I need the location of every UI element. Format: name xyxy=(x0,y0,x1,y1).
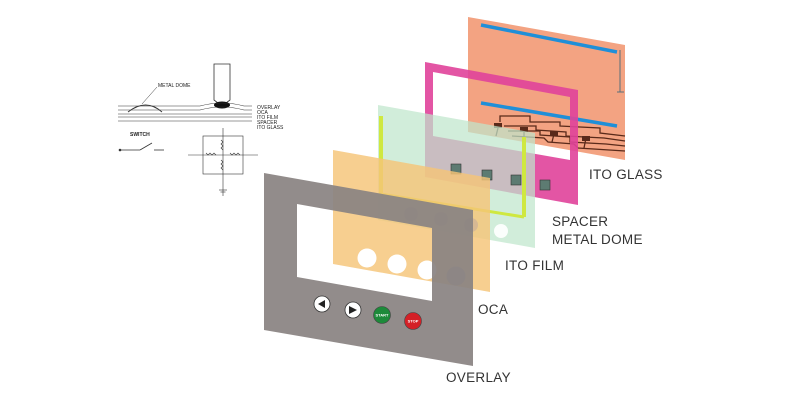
stop-button: STOP xyxy=(404,312,422,330)
cross-section-layers xyxy=(118,102,252,122)
metal-dome-icon xyxy=(539,179,551,191)
cross-section-layer-label: SPACER xyxy=(257,120,278,126)
spacer-label: SPACER xyxy=(552,214,609,229)
start-button-label: START xyxy=(375,313,389,318)
metal-dome-icon xyxy=(510,174,522,186)
bridge-circuit-icon xyxy=(188,128,258,196)
ito-glass-stripe xyxy=(480,101,618,128)
ito-film-label: ITO FILM xyxy=(505,258,565,273)
overlay-layer: START STOP xyxy=(264,173,473,366)
oca-hole xyxy=(357,248,377,268)
start-button: START xyxy=(373,306,391,324)
overlay-label: OVERLAY xyxy=(446,370,511,385)
ito-glass-stripe xyxy=(480,23,618,54)
cross-section-layer-label: OVERLAY xyxy=(257,105,281,111)
cross-section-layer-label: ITO GLASS xyxy=(257,125,284,131)
metal-dome-label: METAL DOME xyxy=(552,232,643,247)
cross-section-schematic: METAL DOME OVERLAY OCA ITO FILM SPACER I… xyxy=(118,63,284,196)
cross-section-layer-label: OCA xyxy=(257,110,269,116)
oca-label: OCA xyxy=(478,302,509,317)
right-arrow-button xyxy=(344,301,362,319)
ito-film-bar xyxy=(379,116,383,194)
ito-glass-label: ITO GLASS xyxy=(589,167,663,182)
oca-hole xyxy=(387,254,407,274)
switch-label: SWITCH xyxy=(130,132,150,138)
stylus-icon xyxy=(213,63,231,109)
switch-symbol-icon xyxy=(118,142,164,152)
left-arrow-button xyxy=(313,295,331,313)
stop-button-label: STOP xyxy=(408,319,419,324)
cross-section-layer-label: ITO FILM xyxy=(257,115,278,121)
metal-domes xyxy=(450,163,551,191)
oca-hole xyxy=(417,260,437,280)
cross-section-metal-dome-label: METAL DOME xyxy=(158,83,191,89)
ito-film-bar xyxy=(522,137,526,217)
contact-pads xyxy=(494,123,590,141)
